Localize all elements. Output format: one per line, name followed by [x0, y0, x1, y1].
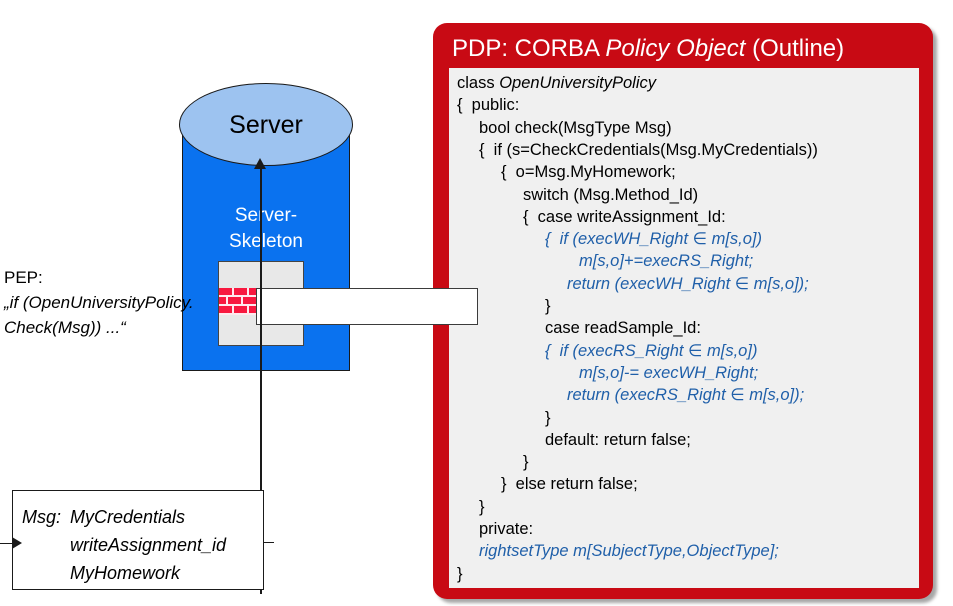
pdp-title-suffix: (Outline) [745, 35, 845, 62]
server-skeleton-label: Server- Skeleton [182, 203, 350, 259]
pdp-title-prefix: PDP: CORBA [452, 35, 606, 62]
code-line: { if (execRS_Right ∈ m[s,o]) [545, 341, 758, 360]
code-line: switch (Msg.Method_Id) [523, 185, 699, 204]
code-line: return (execRS_Right ∈ m[s,o]); [567, 386, 805, 405]
server-label: Server [229, 111, 303, 139]
server-cylinder-top [179, 83, 353, 166]
message-value-2: MyHomework [70, 563, 181, 583]
code-line: m[s,o]+=execRS_Right; [579, 252, 754, 271]
brick [234, 306, 248, 313]
code-line: } [457, 564, 463, 583]
code-line: default: return false; [545, 430, 691, 449]
request-arrow-head [254, 158, 266, 169]
server-skeleton-line-2: Skeleton [229, 231, 303, 252]
brick [219, 297, 226, 304]
brick [249, 306, 263, 313]
code-line: { if (s=CheckCredentials(Msg.MyCredentia… [479, 140, 818, 159]
pep-caption-line-2: Check(Msg)) ...“ [4, 318, 126, 337]
code-line: private: [479, 520, 534, 538]
brick [249, 288, 263, 295]
message-key-label: Msg: [22, 507, 62, 527]
code-line: case readSample_Id: [545, 319, 701, 338]
message-value-0: MyCredentials [70, 507, 186, 527]
pep-to-pdp-connector [256, 288, 478, 325]
brick [227, 297, 241, 304]
code-line: } [523, 453, 529, 472]
code-line: } [479, 497, 485, 516]
code-line: } [545, 297, 551, 315]
brick [219, 306, 232, 313]
connector-fill [257, 289, 477, 324]
pdp-code-listing: class OpenUniversityPolicy { public: bool … [449, 68, 919, 588]
code-line: class OpenUniversityPolicy [457, 74, 656, 92]
code-line: } else return false; [501, 475, 638, 494]
request-arrow-line [260, 164, 262, 594]
incoming-message-arrow-head [12, 537, 22, 549]
brick [242, 297, 256, 304]
brick [219, 288, 232, 295]
pdp-title-emphasis: Policy Object [605, 35, 746, 62]
code-line: { o=Msg.MyHomework; [501, 163, 676, 182]
pep-caption-label: PEP: [4, 268, 43, 287]
brick [234, 288, 248, 295]
pep-caption-line-1: „if (OpenUniversityPolicy. [4, 293, 194, 312]
code-line: return (execWH_Right ∈ m[s,o]); [567, 274, 809, 293]
code-line: bool check(MsgType Msg) [479, 118, 672, 137]
message-value-1: writeAssignment_id [70, 535, 227, 555]
code-line: m[s,o]-= execWH_Right; [579, 363, 759, 382]
code-line: rightsetType m[SubjectType,ObjectType]; [479, 542, 779, 561]
code-line: { case writeAssignment_Id: [523, 207, 726, 226]
code-line: } [545, 408, 551, 427]
pdp-panel-title: PDP: CORBA Policy Object (Outline) [452, 32, 922, 66]
pep-caption: PEP: „if (OpenUniversityPolicy. Check(Ms… [4, 265, 219, 340]
msg-to-server-elbow [262, 541, 274, 544]
code-line: { if (execWH_Right ∈ m[s,o]) [545, 230, 763, 249]
server-skeleton-line-1: Server- [234, 205, 298, 226]
message-box [12, 490, 264, 590]
code-line: { public: [457, 96, 520, 115]
incoming-message-arrow-line [0, 542, 18, 545]
